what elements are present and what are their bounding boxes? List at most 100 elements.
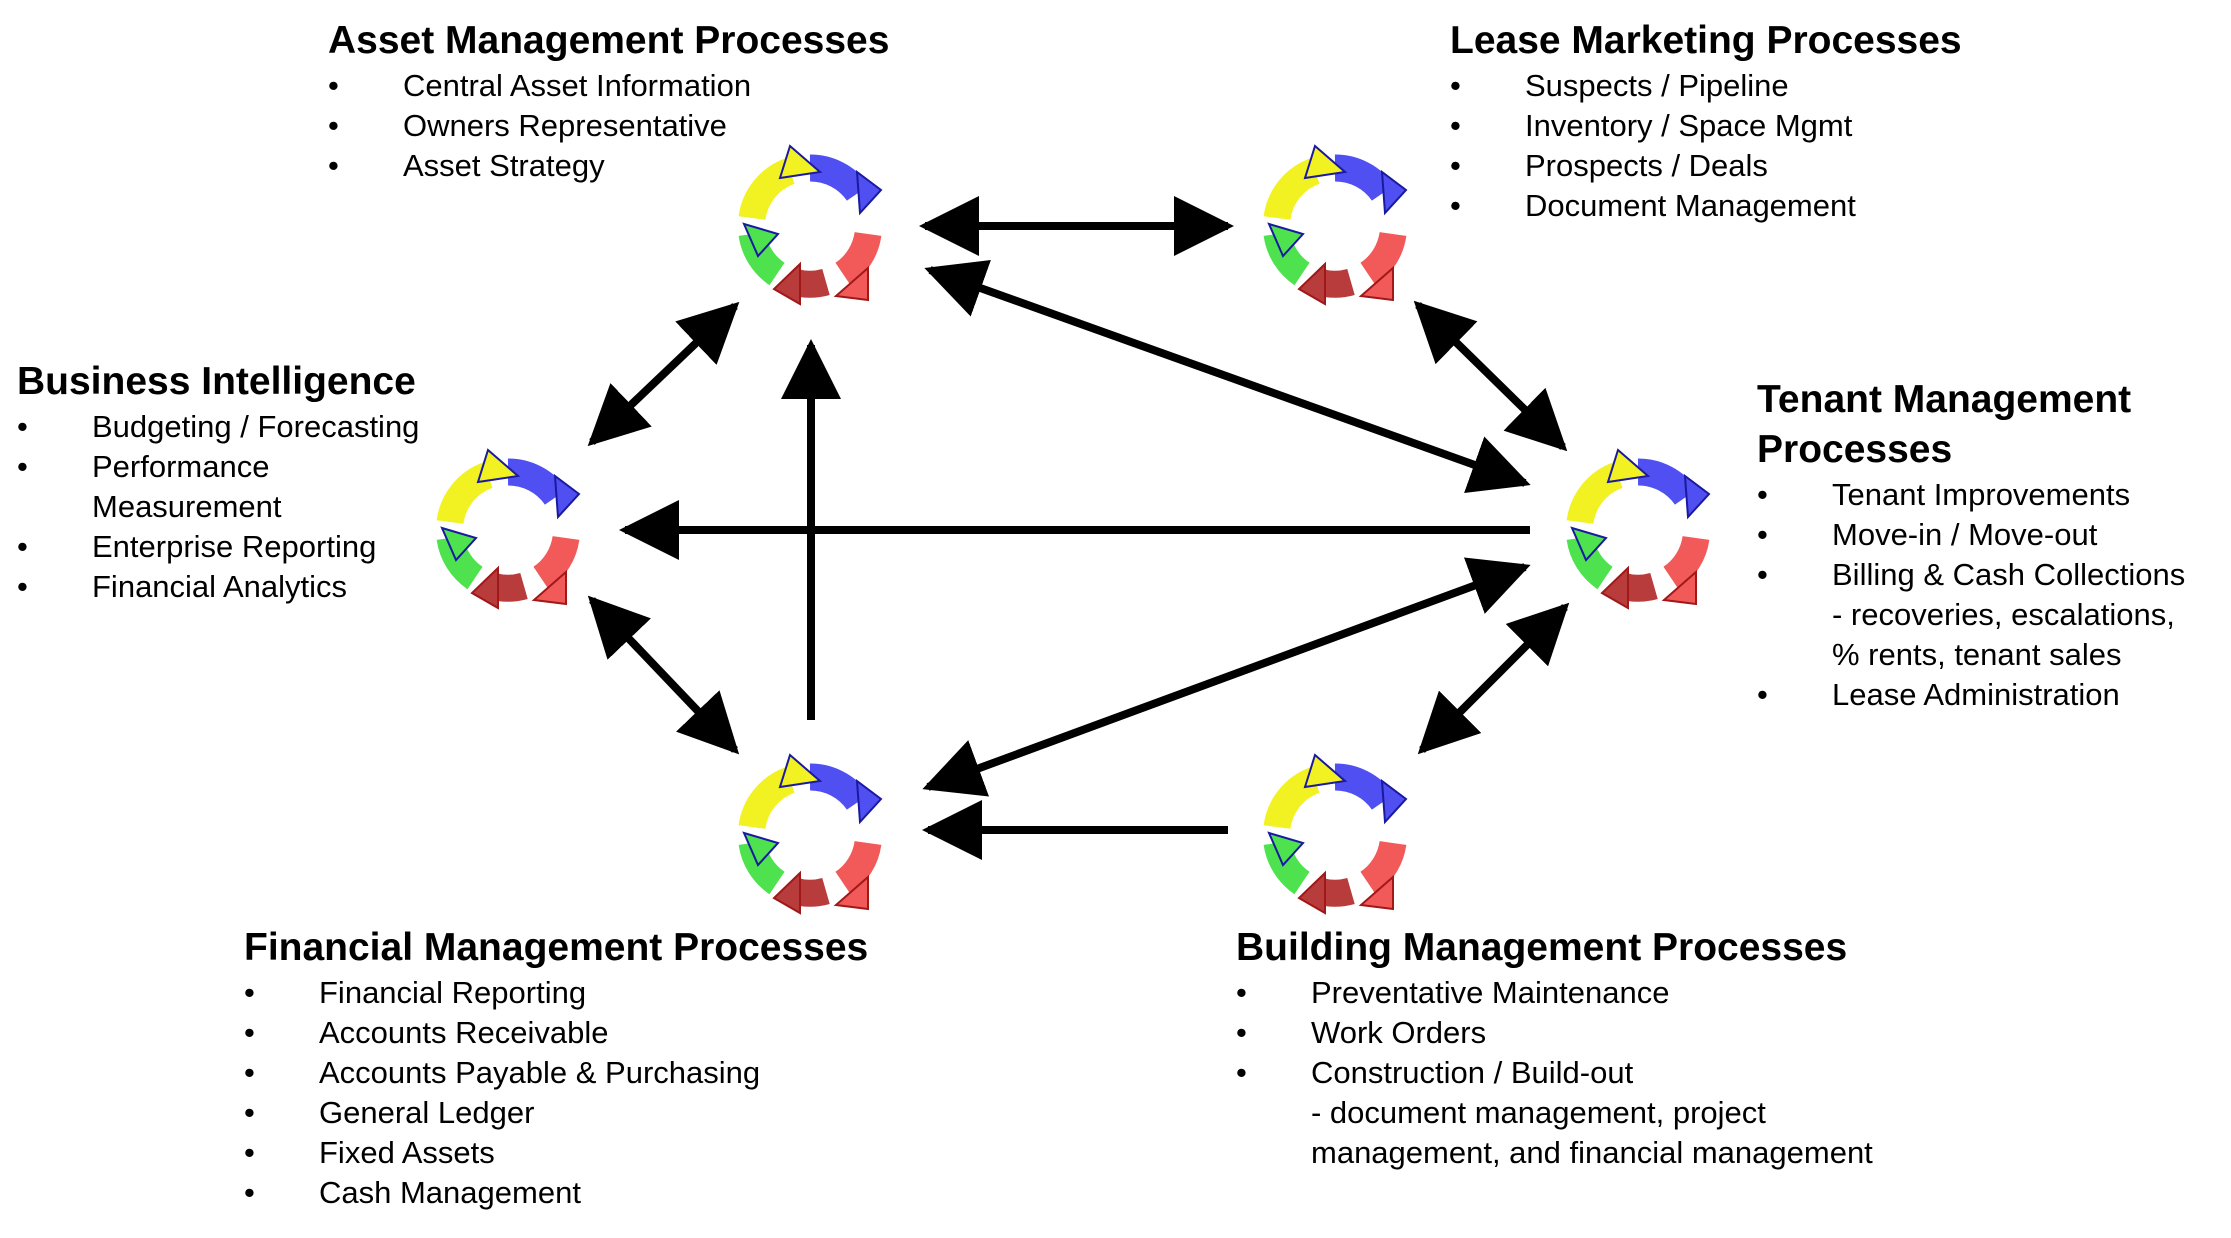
bullet-list: •Tenant Improvements•Move-in / Move-out•… [1757,475,2185,715]
block-title: Tenant Management Processes [1757,378,2132,471]
business-intelligence-block: Business Intelligence • Budgeting / Foreca… [17,357,419,607]
bullet-icon: • [328,148,339,183]
bullet-icon: • [1236,975,1247,1010]
arrow-business-financial [587,595,740,755]
list-item-text: Inventory / Space Mgmt [1525,108,1853,143]
list-item-text: Performance Measurement [92,449,282,524]
bullet-icon: • [1450,188,1461,223]
arrow-lease-tenant [1413,300,1568,452]
list-item-text: Budgeting / Forecasting [92,409,420,444]
list-item: • Preventative Maintenance [1236,973,1873,1013]
list-item: • Budgeting / Forecasting [17,407,419,447]
bullet-icon: • [17,569,28,604]
bullet-list: • Budgeting / Forecasting • Performance Mea… [17,407,419,607]
bullet-icon: • [1450,148,1461,183]
block-title: Lease Marketing Processes [1450,19,1962,62]
block-title: Asset Management Processes [328,19,890,62]
list-item: • Financial Analytics [17,567,419,607]
bullet-icon: • [1757,557,1768,592]
list-item: •Document Management [1450,186,1962,226]
list-item: • Tenant Improvements [1757,475,2185,515]
cycle-icon-business [442,450,579,608]
arrow-asset-tenant [924,259,1531,494]
building-management-block: Building Management Processes • Preventati… [1236,923,1873,1173]
bullet-icon: • [1450,68,1461,103]
list-item: •Construction / Build-out - document man… [1236,1053,1873,1173]
bullet-list: • Financial Reporting • Accounts Receivable… [244,973,868,1213]
list-item: • Asset Strategy [328,146,889,186]
list-item-text: Move-in / Move-out [1832,517,2098,552]
list-item: • Inventory / Space Mgmt [1450,106,1962,146]
list-item-text: Work Orders [1311,1015,1487,1050]
list-item-text: Cash Management [319,1175,581,1210]
bullet-icon: • [244,1015,255,1050]
asset-management-block: Asset Management Processes•Central Asset… [328,16,889,186]
bullet-icon: • [1757,677,1768,712]
cycle-icon-lease [1269,146,1406,304]
list-item: • Financial Reporting [244,973,868,1013]
block-title: Building Management Processes [1236,926,1848,969]
arrow-tenant-financial [922,557,1531,797]
list-item-text: Billing & Cash Collections - recoveries,… [1832,557,2186,672]
bullet-icon: • [244,1135,255,1170]
cycle-icon-building [1269,755,1406,913]
bullet-icon: • [17,529,28,564]
bullet-list: •Central Asset Information•Owners Repres… [328,66,889,186]
tenant-management-block: Tenant Management Processes • Tenant Impro… [1757,375,2185,715]
block-title: Financial Management Processes [244,926,869,969]
list-item-text: Suspects / Pipeline [1525,68,1789,103]
list-item-text: Enterprise Reporting [92,529,377,564]
bullet-icon: • [244,1095,255,1130]
lease-marketing-block: Lease Marketing Processes • Suspects / Pip… [1450,16,1962,226]
list-item-text: Accounts Receivable [319,1015,609,1050]
list-item-text: Financial Reporting [319,975,587,1010]
bullet-list: • Preventative Maintenance • Work Orders•Co… [1236,973,1873,1173]
list-item: • Fixed Assets [244,1133,868,1173]
bullet-icon: • [244,1175,255,1210]
list-item: • Cash Management [244,1173,868,1213]
bullet-icon: • [17,409,28,444]
list-item-text: General Ledger [319,1095,535,1130]
cycle-icon-tenant [1572,450,1709,608]
bullet-icon: • [244,1055,255,1090]
block-title: Business Intelligence [17,360,416,403]
list-item: • Work Orders [1236,1013,1873,1053]
connectors [587,196,1570,860]
list-item: • Enterprise Reporting [17,527,419,567]
list-item-text: Preventative Maintenance [1311,975,1670,1010]
list-item-text: Financial Analytics [92,569,348,604]
list-item: • Billing & Cash Collections - recoveries… [1757,555,2185,675]
list-item-text: Fixed Assets [319,1135,495,1170]
list-item: • Accounts Payable & Purchasing [244,1053,868,1093]
list-item-text: Lease Administration [1832,677,2120,712]
arrow-tenant-building [1417,602,1570,755]
list-item-text: Asset Strategy [403,148,605,183]
financial-management-block: Financial Management Processes • Financial… [244,923,868,1213]
list-item-text: Construction / Build-out - document mana… [1311,1055,1873,1170]
bullet-icon: • [17,449,28,484]
bullet-icon: • [244,975,255,1010]
bullet-icon: • [1450,108,1461,143]
list-item-text: Accounts Payable & Purchasing [319,1055,761,1090]
bullet-icon: • [1757,517,1768,552]
bullet-icon: • [328,108,339,143]
list-item: • Owners Representative [328,106,889,146]
arrow-business-asset [587,301,740,447]
list-item: • Prospects / Deals [1450,146,1962,186]
bullet-icon: • [328,68,339,103]
list-item: • Lease Administration [1757,675,2185,715]
list-item: • Performance Measurement [17,447,419,527]
list-item: •Central Asset Information [328,66,889,106]
list-item: • Accounts Receivable [244,1013,868,1053]
list-item-text: Tenant Improvements [1832,477,2131,512]
list-item-text: Owners Representative [403,108,727,143]
list-item-text: Prospects / Deals [1525,148,1768,183]
list-item: • Move-in / Move-out [1757,515,2185,555]
bullet-list: • Suspects / Pipeline • Inventory / Space M… [1450,66,1962,226]
bullet-icon: • [1236,1015,1247,1050]
cycle-icon-financial [744,755,881,913]
list-item: • Suspects / Pipeline [1450,66,1962,106]
bullet-icon: • [1757,477,1768,512]
list-item: • General Ledger [244,1093,868,1133]
